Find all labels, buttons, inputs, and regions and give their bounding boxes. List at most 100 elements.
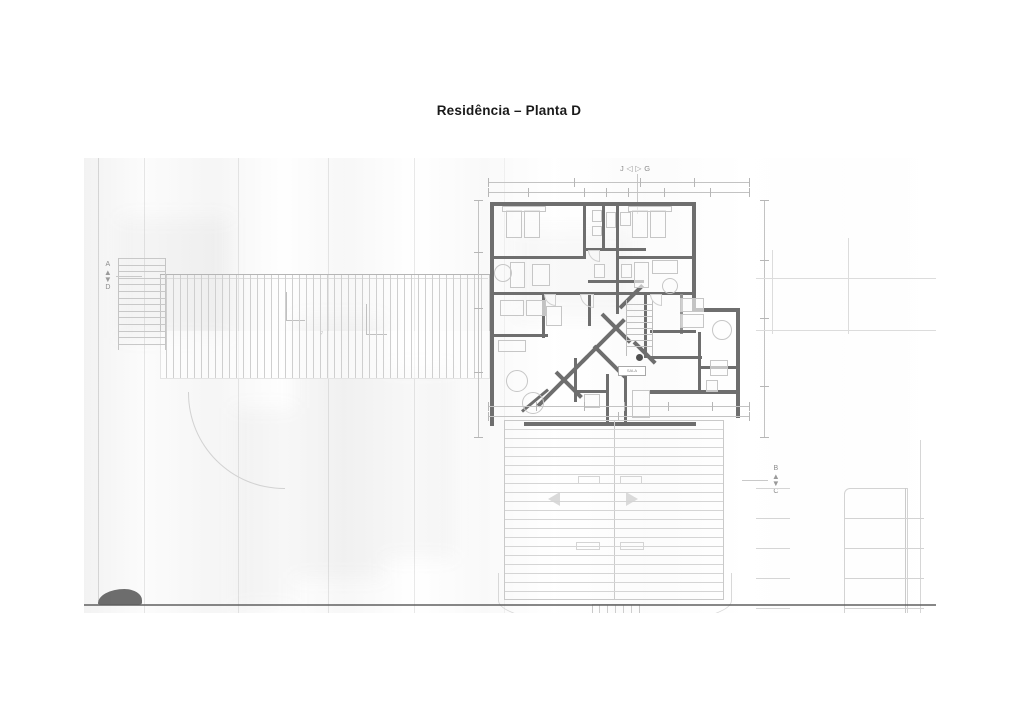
stair-tread <box>626 340 652 341</box>
garage-slat <box>505 537 723 538</box>
deck-stair <box>118 258 166 350</box>
exterior-wall-top <box>490 202 696 206</box>
interior-wall <box>588 294 591 326</box>
section-arrow-right-icon: ▷ <box>635 164 645 173</box>
deck-slat <box>243 275 244 378</box>
section-label-j: J <box>620 164 625 173</box>
fold-line <box>144 158 145 613</box>
door-swing <box>588 250 600 262</box>
dimension-chain-bottom <box>488 402 750 411</box>
stair-tread <box>626 334 652 335</box>
garage-slat <box>505 546 723 547</box>
round-table <box>712 320 732 340</box>
section-arrow-up-icon: ▲ <box>103 268 113 277</box>
garage-apron-curve <box>498 573 732 613</box>
deck-slat <box>390 275 391 378</box>
interior-wall-corridor <box>490 292 696 295</box>
interior-wall <box>490 256 586 259</box>
bed <box>632 210 648 238</box>
bays-outline <box>844 488 908 613</box>
garage-slat <box>505 456 723 457</box>
fold-line <box>414 158 415 613</box>
bed <box>634 262 649 288</box>
deck-notch <box>286 292 305 321</box>
sheet-edge-left <box>98 158 99 601</box>
deck-stair-tread <box>118 343 166 345</box>
interior-wall <box>644 292 647 358</box>
bed <box>510 262 525 288</box>
stair-tread <box>626 310 652 311</box>
deck-slat <box>383 275 384 378</box>
deck-stair-tread <box>118 258 166 259</box>
dimension-chain-top-inner <box>488 188 750 197</box>
deck-stair-tread <box>118 277 166 279</box>
bed <box>506 210 522 238</box>
deck-slat <box>453 275 454 378</box>
parking-bay-divider <box>844 578 924 579</box>
deck-slat <box>320 275 321 378</box>
deck-slat <box>299 275 300 378</box>
bed <box>632 390 650 418</box>
deck-stair-tread <box>118 271 166 273</box>
interior-wall <box>650 330 696 333</box>
garage-slat <box>505 564 723 565</box>
bathroom-fixture <box>620 212 631 226</box>
section-line-bc <box>742 480 768 481</box>
section-arrow-up-icon: ▲ <box>771 472 781 481</box>
sofa <box>680 298 704 312</box>
round-table <box>662 278 678 294</box>
interior-wall <box>602 204 605 250</box>
stair-tread <box>626 322 652 323</box>
cabinet <box>710 360 728 376</box>
drive-line <box>756 548 790 549</box>
section-marker-jg: J ◁ ▷ G <box>620 164 650 173</box>
door-swing <box>580 294 594 308</box>
deck-slat <box>327 275 328 378</box>
deck-slat <box>439 275 440 378</box>
fixture <box>584 394 600 408</box>
deck-slat <box>362 275 363 378</box>
fold-line <box>238 158 239 613</box>
deck-slat <box>194 275 195 378</box>
fold-line <box>328 158 329 613</box>
interior-wall <box>574 390 608 393</box>
counter <box>498 340 526 352</box>
deck-slat <box>474 275 475 378</box>
garage-slat <box>505 591 723 592</box>
dimension-chain-bottom-outer <box>488 412 750 421</box>
deck-slat <box>348 275 349 378</box>
headboard <box>628 206 672 212</box>
garage-slat <box>505 447 723 448</box>
deck-stair-tread <box>118 330 166 332</box>
exterior-wall-bottom <box>524 422 696 426</box>
garage-slat <box>505 438 723 439</box>
deck-edge <box>160 274 490 275</box>
deck-stair-tread <box>118 304 166 306</box>
headboard <box>502 206 546 212</box>
section-line-ad <box>116 276 142 277</box>
deck-stair-tread <box>118 337 166 339</box>
sheet-baseline <box>84 604 936 606</box>
garage-slat <box>505 429 723 430</box>
garage-slat <box>505 528 723 529</box>
deck-slat <box>481 275 482 378</box>
garage-arrow-right-icon <box>626 492 638 506</box>
stair-tread <box>626 328 652 329</box>
garage-slat <box>505 519 723 520</box>
parking-bay-divider <box>844 548 924 549</box>
deck-slat <box>257 275 258 378</box>
drive-line <box>756 488 790 489</box>
upper-right-lines <box>756 238 936 358</box>
sofa <box>526 300 546 316</box>
stair-tread <box>626 304 652 305</box>
dimension-chain-top-outer <box>488 178 750 187</box>
deck-slat <box>271 275 272 378</box>
deck-slat <box>334 275 335 378</box>
section-arrow-left-icon: ◁ <box>626 164 633 173</box>
section-label-d: D <box>105 284 111 291</box>
bathroom-fixture <box>592 226 602 236</box>
interior-wall <box>606 374 609 426</box>
deck-slat <box>236 275 237 378</box>
bathroom-fixture <box>606 212 616 228</box>
